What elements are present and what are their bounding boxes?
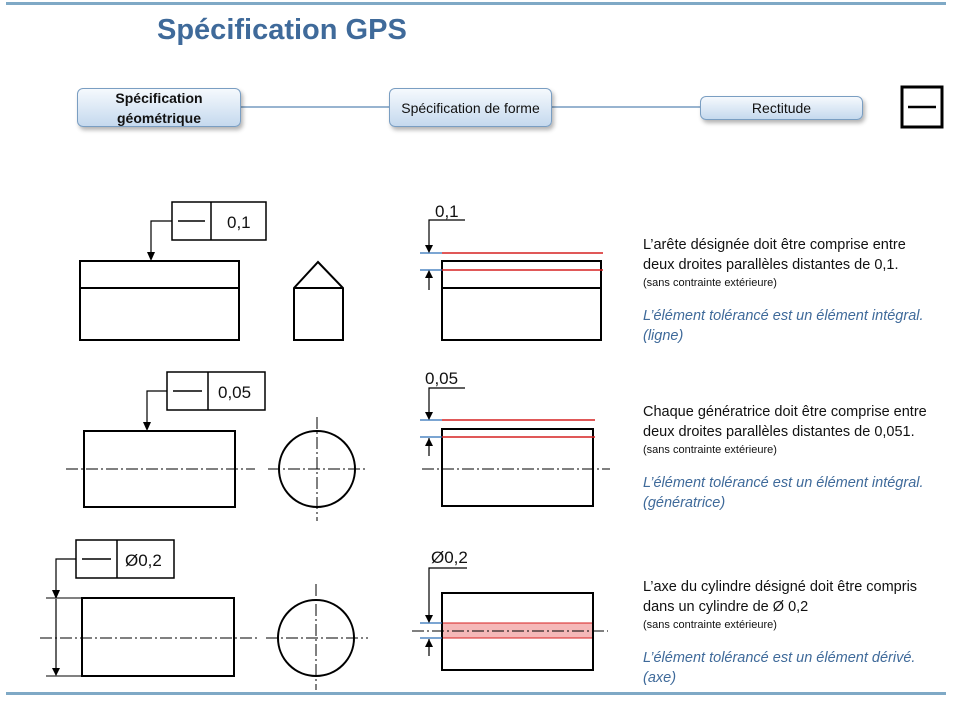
row1-sub: (sans contrainte extérieure) bbox=[643, 277, 777, 289]
row2-frame-value: 0,05 bbox=[218, 383, 251, 402]
row1-zone-drawing bbox=[420, 219, 603, 341]
page-title: Spécification GPS bbox=[157, 14, 407, 46]
bottom-rule bbox=[6, 692, 946, 695]
row2-description: Chaque génératrice doit être comprise en… bbox=[643, 402, 953, 513]
row1-note1: L’élément tolérancé est un élément intég… bbox=[643, 308, 924, 324]
row3-zone-drawing bbox=[412, 567, 608, 671]
row2-zone-value: 0,05 bbox=[425, 369, 458, 388]
top-rule bbox=[6, 2, 946, 5]
breadcrumb-geometric-spec-label: Spécification géométrique bbox=[115, 89, 203, 126]
row2-note1: L’élément tolérancé est un élément intég… bbox=[643, 475, 924, 491]
row3-sub: (sans contrainte extérieure) bbox=[643, 619, 777, 631]
row3-zone-value: Ø0,2 bbox=[431, 548, 468, 567]
row1-frame-value: 0,1 bbox=[227, 213, 251, 232]
row3-note2: (axe) bbox=[643, 670, 677, 686]
row2-zone-drawing bbox=[420, 387, 610, 507]
row3-part-drawing bbox=[40, 539, 368, 690]
row2-sub: (sans contrainte extérieure) bbox=[643, 444, 777, 456]
row3-frame-value: Ø0,2 bbox=[125, 551, 162, 570]
row1-line2: deux droites parallèles distantes de 0,1… bbox=[643, 257, 899, 273]
row1-zone-value: 0,1 bbox=[435, 202, 459, 221]
breadcrumb-straightness-label: Rectitude bbox=[751, 100, 812, 116]
row3-note1: L’élément tolérancé est un élément dériv… bbox=[643, 650, 916, 666]
breadcrumb-geometric-spec[interactable]: Spécification géométrique bbox=[77, 88, 241, 127]
row1-line1: L’arête désignée doit être comprise entr… bbox=[643, 237, 906, 253]
row3-description: L’axe du cylindre désigné doit être comp… bbox=[643, 577, 953, 688]
row2-note2: (génératrice) bbox=[643, 495, 726, 511]
straightness-icon bbox=[900, 85, 944, 129]
row1-description: L’arête désignée doit être comprise entr… bbox=[643, 235, 953, 346]
row2-line1: Chaque génératrice doit être comprise en… bbox=[643, 404, 927, 420]
row1-part-drawing bbox=[79, 201, 344, 341]
row2-line2: deux droites parallèles distantes de 0,0… bbox=[643, 424, 915, 440]
row2-part-drawing bbox=[66, 371, 366, 521]
row3-line2: dans un cylindre de Ø 0,2 bbox=[643, 599, 809, 615]
breadcrumb-straightness[interactable]: Rectitude bbox=[700, 96, 863, 120]
breadcrumb-form-spec-label: Spécification de forme bbox=[401, 99, 540, 116]
row3-line1: L’axe du cylindre désigné doit être comp… bbox=[643, 579, 918, 595]
breadcrumb-form-spec[interactable]: Spécification de forme bbox=[389, 88, 552, 127]
row1-note2: (ligne) bbox=[643, 328, 684, 344]
